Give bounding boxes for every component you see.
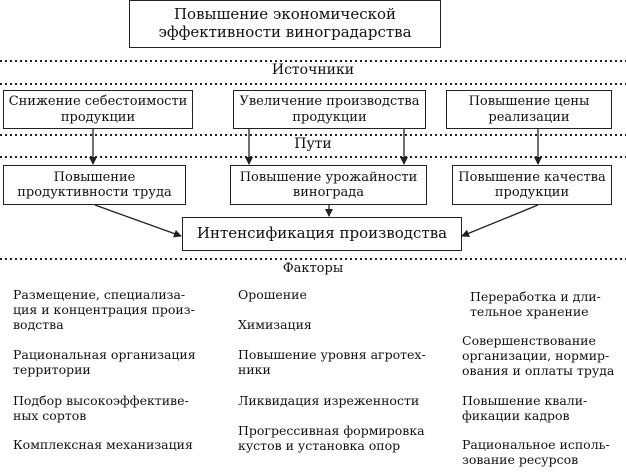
source-box-cost: Снижение себестоимости продукции (3, 90, 193, 129)
source-to-way-arrows (89, 129, 542, 165)
section-separators (0, 60, 626, 260)
factor-chemicals: Химизация (238, 317, 312, 332)
section-factors: Факторы (282, 261, 344, 276)
factor-irrigation: Орошение (238, 287, 307, 302)
title-box: Повышение экономической эффективности ви… (129, 0, 441, 48)
factor-mechanization: Комплексная механизация (13, 437, 193, 452)
factor-qualification: Повышение квали- фикации кадров (462, 393, 588, 423)
factor-agrotech: Повышение уровня агротех- ники (238, 347, 426, 377)
way-text-labor: Повышение продуктивности труда (17, 169, 172, 200)
source-text-price: Повышение цены реализации (468, 94, 590, 125)
factor-organization: Совершенствование организации, нормир- о… (462, 333, 615, 378)
intensification-box: Интенсификация производства (182, 217, 462, 251)
title-text: Повышение экономической эффективности ви… (158, 5, 412, 41)
section-ways: Пути (294, 136, 332, 152)
factor-training: Прогрессивная формировка кустов и устано… (238, 423, 425, 453)
factor-placement: Размещение, специализа- ция и концентрац… (13, 287, 195, 332)
source-box-price: Повышение цены реализации (446, 90, 612, 129)
way-box-labor: Повышение продуктивности труда (3, 165, 186, 205)
source-text-production: Увеличение производства продукции (239, 94, 420, 125)
factor-processing: Переработка и дли- тельное хранение (470, 289, 601, 319)
way-text-yield: Повышение урожайности винограда (239, 169, 418, 200)
intensification-text: Интенсификация производства (196, 224, 448, 243)
factor-resources: Рациональное исполь- зование ресурсов (462, 437, 610, 467)
way-text-quality: Повышение качества продукции (458, 169, 606, 200)
factor-territory: Рациональная организация территории (13, 347, 196, 377)
factor-varieties: Подбор высокоэффективе- ных сортов (13, 393, 189, 423)
source-text-cost: Снижение себестоимости продукции (8, 94, 188, 125)
way-box-quality: Повышение качества продукции (452, 165, 612, 205)
way-box-yield: Повышение урожайности винограда (230, 165, 427, 205)
factor-thinning: Ликвидация изреженности (238, 393, 420, 408)
section-sources: Источники (271, 62, 355, 78)
way-to-intensification-arrows (94, 204, 539, 238)
source-box-production: Увеличение производства продукции (233, 90, 426, 129)
